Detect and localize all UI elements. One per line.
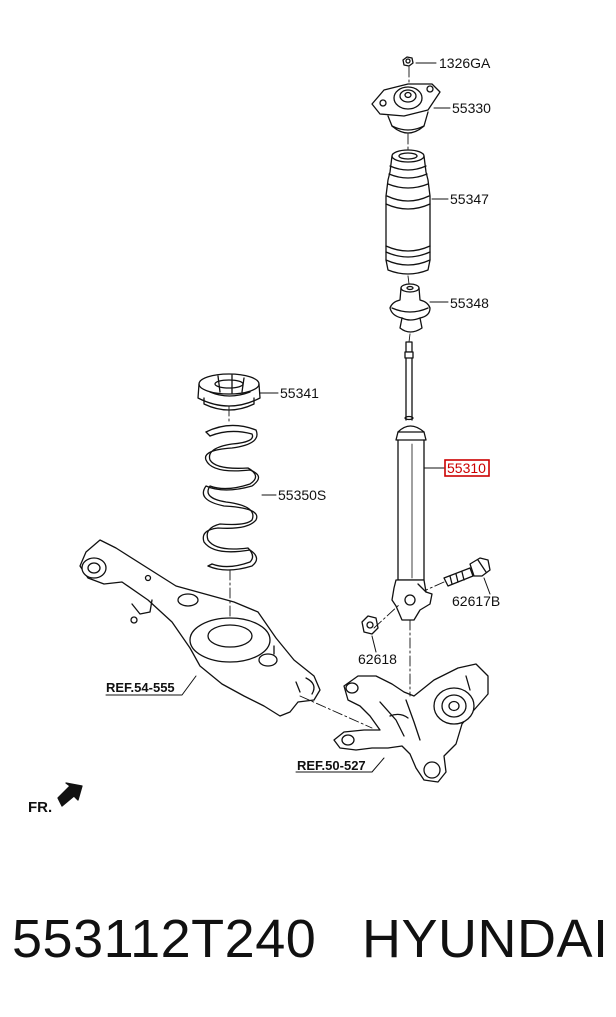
nut-62618-part xyxy=(361,615,379,635)
coil-spring-55350s-part xyxy=(202,424,260,571)
front-direction-arrow-icon xyxy=(57,782,83,807)
ref-54-555: REF.54-555 xyxy=(106,680,175,695)
exploded-parts-diagram: 1326GA 55330 55347 55348 55341 55310 553… xyxy=(28,55,500,816)
label-55347: 55347 xyxy=(450,191,489,207)
leader-lines xyxy=(105,62,491,773)
label-55350s: 55350S xyxy=(278,487,326,503)
label-55341: 55341 xyxy=(280,385,319,401)
label-55330: 55330 xyxy=(452,100,491,116)
knuckle-part xyxy=(333,663,489,783)
strut-mount-55330-part xyxy=(371,83,441,134)
label-62617b: 62617B xyxy=(452,593,500,609)
alignment-lines xyxy=(228,66,445,729)
highlight-box xyxy=(444,459,490,477)
label-62618: 62618 xyxy=(358,651,397,667)
spring-seat-55341-part xyxy=(197,373,261,411)
shock-absorber-55310-part xyxy=(391,341,433,621)
label-1326ga: 1326GA xyxy=(439,55,491,71)
part-caption: 553112T240 HYUNDAI xyxy=(0,880,616,1017)
part-number: 553112T240 xyxy=(12,909,317,969)
front-direction-label: FR. xyxy=(28,799,52,816)
lower-control-arm-part xyxy=(79,539,321,717)
dust-boot-55347-part xyxy=(385,149,431,275)
bolt-62617b-part xyxy=(443,557,491,587)
brand-name: HYUNDAI xyxy=(362,909,609,969)
nut-1326ga-part xyxy=(402,56,414,67)
label-55348: 55348 xyxy=(450,295,489,311)
bump-stop-55348-part xyxy=(389,283,431,333)
label-55310: 55310 xyxy=(447,460,486,476)
ref-50-527: REF.50-527 xyxy=(297,758,366,773)
